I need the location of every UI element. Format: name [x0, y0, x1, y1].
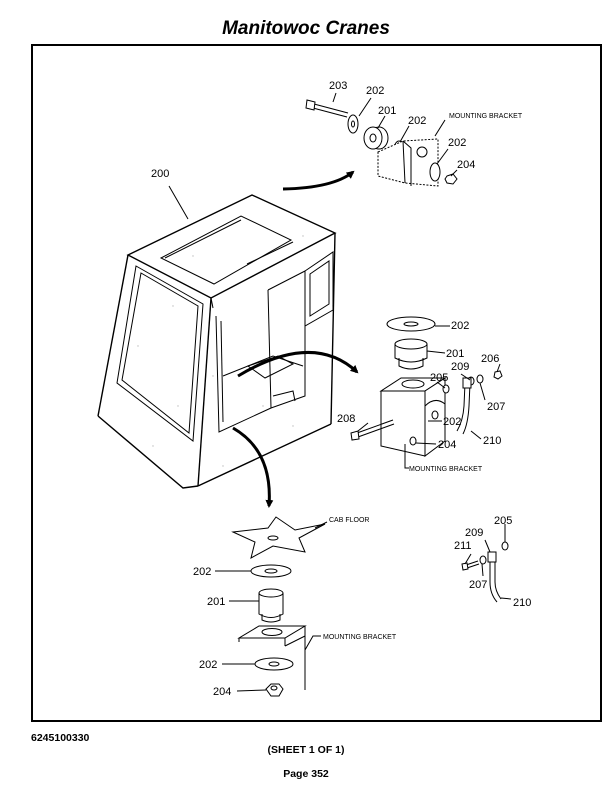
callout-202: 202	[199, 659, 217, 671]
parts-diagram: 200 203 202 201 202 MOUNTING BRACKET	[83, 80, 531, 698]
callout-202: 202	[448, 137, 466, 149]
cab-assembly	[83, 84, 513, 564]
arrow-to-bottom-detail	[232, 426, 274, 508]
callout-207: 207	[469, 579, 487, 591]
sheet-label: (SHEET 1 OF 1)	[267, 744, 345, 756]
callout-205: 205	[494, 515, 512, 527]
callout-202: 202	[443, 416, 461, 428]
callout-202: 202	[193, 566, 211, 578]
middle-mount-detail	[350, 316, 503, 457]
callout-202: 202	[451, 320, 469, 332]
callout-204: 204	[438, 439, 456, 451]
callout-203: 203	[329, 80, 347, 92]
callout-209: 209	[465, 527, 483, 539]
callout-204: 204	[457, 159, 475, 171]
callout-206: 206	[481, 353, 499, 365]
callout-201: 201	[446, 348, 464, 360]
callout-201: 201	[207, 596, 225, 608]
note-mounting-bracket: MOUNTING BRACKET	[449, 113, 523, 120]
note-mounting-bracket: MOUNTING BRACKET	[323, 634, 397, 641]
callout-201: 201	[378, 105, 396, 117]
callout-202: 202	[366, 85, 384, 97]
bottom-mount-detail	[231, 516, 326, 697]
callout-210: 210	[483, 435, 501, 447]
cable-clamp-detail	[461, 541, 509, 603]
arrow-to-middle-detail	[237, 351, 359, 378]
callout-209: 209	[451, 361, 469, 373]
callout-210: 210	[513, 597, 531, 609]
callout-205: 205	[430, 372, 448, 384]
drawing-frame: 200 203 202 201 202 MOUNTING BRACKET	[31, 44, 602, 722]
callout-207: 207	[487, 401, 505, 413]
note-mounting-bracket: MOUNTING BRACKET	[409, 466, 483, 473]
arrow-to-top-detail	[282, 170, 355, 191]
callout-211: 211	[454, 540, 472, 552]
page-number: Page 352	[283, 768, 329, 780]
callout-202: 202	[408, 115, 426, 127]
top-mount-detail	[305, 99, 458, 187]
callout-200: 200	[151, 168, 169, 180]
document-title: Manitowoc Cranes	[222, 18, 390, 39]
callout-208: 208	[337, 413, 355, 425]
callout-204: 204	[213, 686, 231, 698]
document-number: 6245100330	[31, 732, 90, 744]
note-cab-floor: CAB FLOOR	[329, 517, 369, 524]
